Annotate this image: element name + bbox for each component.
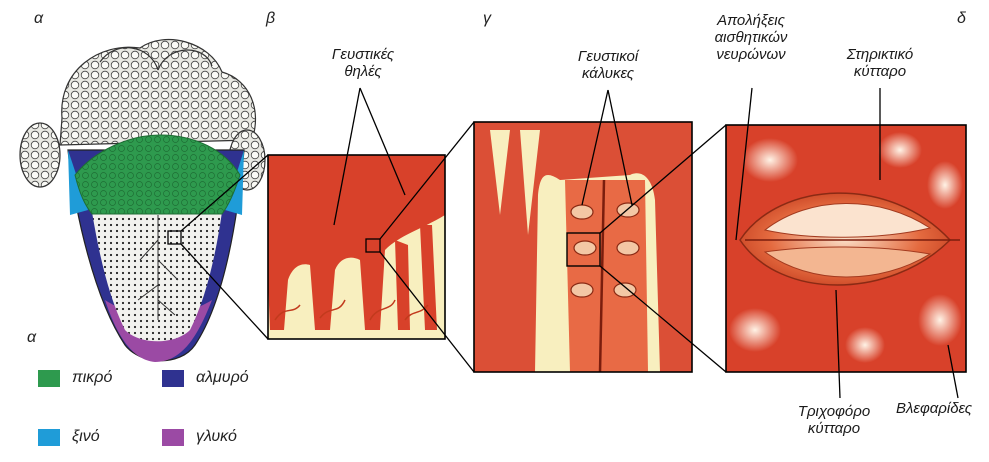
legend-swatch-bitter [38,370,60,387]
legend-item-sour: ξινό [38,428,100,446]
bitter-region [75,135,240,214]
label-taste-papillae-line2: θηλές [318,63,408,80]
label-cilia: Βλεφαρίδες [884,400,984,417]
legend-panel-letter: α [27,329,36,347]
legend-swatch-sweet [162,429,184,446]
receptor-cells-illustration [726,125,966,372]
panel-letter-b: β [266,10,275,28]
label-supporting-cell-line1: Στηρικτικό [828,46,932,63]
legend-swatch-sour [38,429,60,446]
label-nerve-endings-line1: Απολήξεις [696,12,806,29]
label-nerve-endings-line3: νευρώνων [696,46,806,63]
label-hair-cell-line2: κύτταρο [784,420,884,437]
panel-letter-d: δ [957,10,966,28]
label-taste-buds: Γευστικοί κάλυκες [560,48,656,82]
label-nerve-endings-line2: αισθητικών [696,29,806,46]
legend-item-salty: αλμυρό [162,369,249,387]
legend-label-sour: ξινό [72,428,100,446]
label-nerve-endings: Απολήξεις αισθητικών νευρώνων [696,12,806,63]
legend-swatch-salty [162,370,184,387]
legend-label-salty: αλμυρό [196,369,249,387]
legend-label-sweet: γλυκό [196,428,237,446]
legend-item-bitter: πικρό [38,369,112,387]
panel-letter-a: α [34,10,43,28]
taste-bud-illustration [474,122,692,372]
papillae-illustration [268,155,445,339]
legend-item-sweet: γλυκό [162,428,237,446]
tongue-root [60,40,255,145]
label-supporting-cell-line2: κύτταρο [828,63,932,80]
tongue-illustration [20,40,265,362]
left-tonsil [20,123,60,187]
legend-label-bitter: πικρό [72,369,112,387]
label-hair-cell: Τριχοφόρο κύτταρο [784,403,884,437]
label-taste-papillae: Γευστικές θηλές [318,46,408,80]
label-taste-buds-line1: Γευστικοί [560,48,656,65]
label-taste-papillae-line1: Γευστικές [318,46,408,63]
panel-letter-c: γ [483,10,491,28]
label-hair-cell-line1: Τριχοφόρο [784,403,884,420]
label-taste-buds-line2: κάλυκες [560,65,656,82]
label-supporting-cell: Στηρικτικό κύτταρο [828,46,932,80]
